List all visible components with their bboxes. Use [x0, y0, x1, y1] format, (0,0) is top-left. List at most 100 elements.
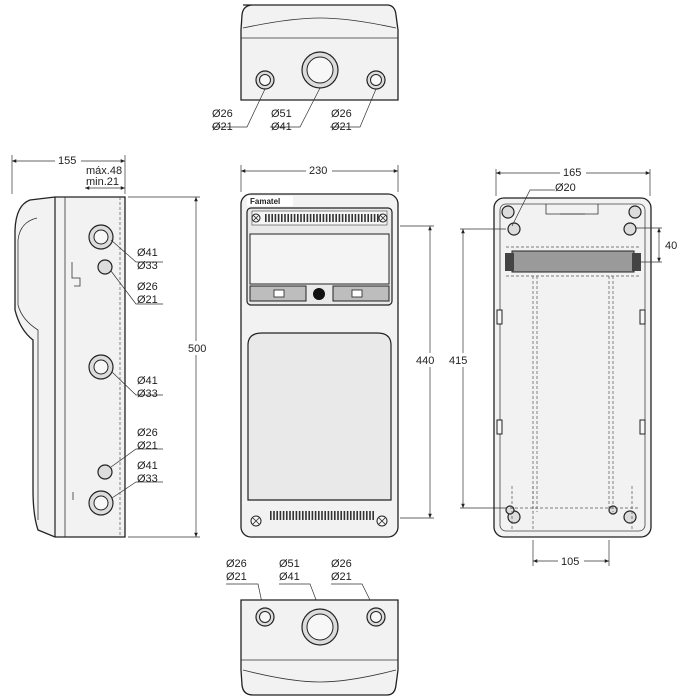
vent-slot — [306, 214, 309, 222]
vent-slot — [357, 214, 360, 222]
rear-slot-r2 — [639, 419, 646, 435]
top-view: Ø26 Ø21 Ø51 Ø41 Ø26 Ø21 — [212, 4, 399, 133]
front-lock — [313, 288, 325, 300]
rear-height-label-bg — [447, 353, 473, 367]
vent-slot — [341, 214, 344, 222]
vent-slot — [337, 511, 339, 520]
side-callout-4-leader — [110, 448, 163, 468]
bottom-left-label-a: Ø26 — [226, 558, 247, 570]
vent-slot — [279, 511, 282, 520]
side-callout-1-leader — [110, 239, 163, 263]
vent-slot — [327, 511, 330, 520]
side-callout-3-a: Ø41 — [137, 375, 158, 387]
side-callout-2-b: Ø21 — [137, 294, 158, 306]
vent-slot — [373, 214, 376, 222]
top-right-knockout-inner — [370, 74, 382, 86]
vent-slot — [277, 214, 280, 222]
vent-slot — [287, 214, 289, 222]
rear-hole-leader — [511, 189, 555, 227]
rear-hole-bl2 — [505, 505, 515, 515]
rear-view-outline — [493, 197, 652, 538]
vent-slot — [362, 511, 365, 520]
side-depth-label-bg — [55, 152, 81, 166]
bottom-view: Ø26 Ø21 Ø51 Ø41 Ø26 Ø21 — [226, 558, 399, 696]
vent-slot — [377, 214, 379, 222]
vent-slot — [366, 511, 368, 520]
rear-width-label: 165 — [563, 167, 581, 179]
top-right-leader — [330, 88, 377, 128]
front-left-latch-slot — [273, 289, 285, 298]
side-callout-3-b: Ø33 — [137, 388, 158, 400]
rear-din-rail — [511, 250, 635, 273]
side-knockout-3-inner — [93, 359, 109, 375]
vent-slot — [334, 511, 336, 520]
rear-hole-tl — [501, 205, 515, 219]
vent-slot — [370, 214, 373, 222]
side-callout-5-b: Ø33 — [137, 473, 158, 485]
front-screw-br-cross — [378, 517, 386, 525]
rear-slot-r1 — [639, 309, 646, 325]
front-lower-cover — [247, 332, 392, 501]
side-rail-min: min.21 — [86, 176, 119, 188]
side-callout-2-a: Ø26 — [137, 281, 158, 293]
rear-hole-br — [623, 510, 637, 524]
vent-slot — [305, 511, 307, 520]
rear-hole-label: Ø20 — [555, 182, 576, 194]
vent-slot — [282, 511, 285, 520]
vent-slot — [302, 511, 304, 520]
side-knockout-4 — [97, 464, 113, 480]
vent-slot — [361, 214, 363, 222]
top-center-knockout-inner — [306, 56, 334, 84]
vent-slot — [367, 214, 369, 222]
top-left-label-b: Ø21 — [212, 121, 233, 133]
rear-din-rail-end-left — [505, 253, 514, 271]
vent-slot — [345, 214, 347, 222]
side-rail-max: máx.48 — [86, 165, 122, 177]
rear-din-rail-end-right — [632, 253, 641, 271]
front-height-label-bg — [414, 353, 440, 367]
front-breaker-window — [249, 233, 390, 285]
vent-slot — [303, 214, 305, 222]
rear-offset-label: 40 — [665, 240, 677, 252]
rear-hole-tr — [628, 205, 642, 219]
bottom-left-knockout-inner — [259, 611, 271, 623]
vent-slot — [319, 214, 321, 222]
vent-slot — [300, 214, 302, 222]
rear-slot-l1 — [496, 309, 503, 325]
front-screw-tr-cross — [379, 214, 387, 222]
vent-slot — [322, 214, 325, 222]
bottom-left-label-b: Ø21 — [226, 571, 247, 583]
vent-slot — [284, 214, 286, 222]
rear-bottom-label-bg — [558, 555, 584, 568]
vent-slot — [314, 511, 317, 520]
bottom-center-label-b: Ø41 — [279, 571, 300, 583]
side-callout-2-leader — [110, 270, 163, 305]
vent-slot — [273, 511, 275, 520]
vent-slot — [372, 511, 374, 520]
vent-slot — [268, 214, 270, 222]
vent-slot — [271, 214, 273, 222]
bottom-center-knockout-inner — [306, 613, 334, 641]
top-left-leader — [212, 88, 266, 128]
vent-slot — [311, 511, 314, 520]
rear-height-dimension: 415 — [447, 228, 506, 509]
side-view: 155 máx.48 min.21 500 Ø41 Ø33 Ø26 — [11, 152, 209, 538]
vent-slot — [351, 214, 353, 222]
top-view-edge — [242, 17, 397, 29]
rear-hole-tr2 — [623, 222, 637, 236]
side-callout-1-a: Ø41 — [137, 247, 158, 259]
vent-slot — [350, 511, 352, 520]
top-right-label-a: Ø26 — [331, 108, 352, 120]
bottom-right-label-a: Ø26 — [331, 558, 352, 570]
side-callout-4-b: Ø21 — [137, 440, 158, 452]
bottom-view-outline — [240, 599, 399, 696]
bottom-center-label-a: Ø51 — [279, 558, 300, 570]
rear-view: 165 Ø20 — [493, 164, 677, 568]
front-right-latch-slot — [351, 289, 363, 298]
side-callout-5-leader — [111, 481, 163, 499]
front-screw-bl-cross — [252, 517, 260, 525]
top-center-label-b: Ø41 — [271, 121, 292, 133]
vent-slot — [295, 511, 298, 520]
vent-slot — [289, 511, 291, 520]
vent-slot — [286, 511, 288, 520]
